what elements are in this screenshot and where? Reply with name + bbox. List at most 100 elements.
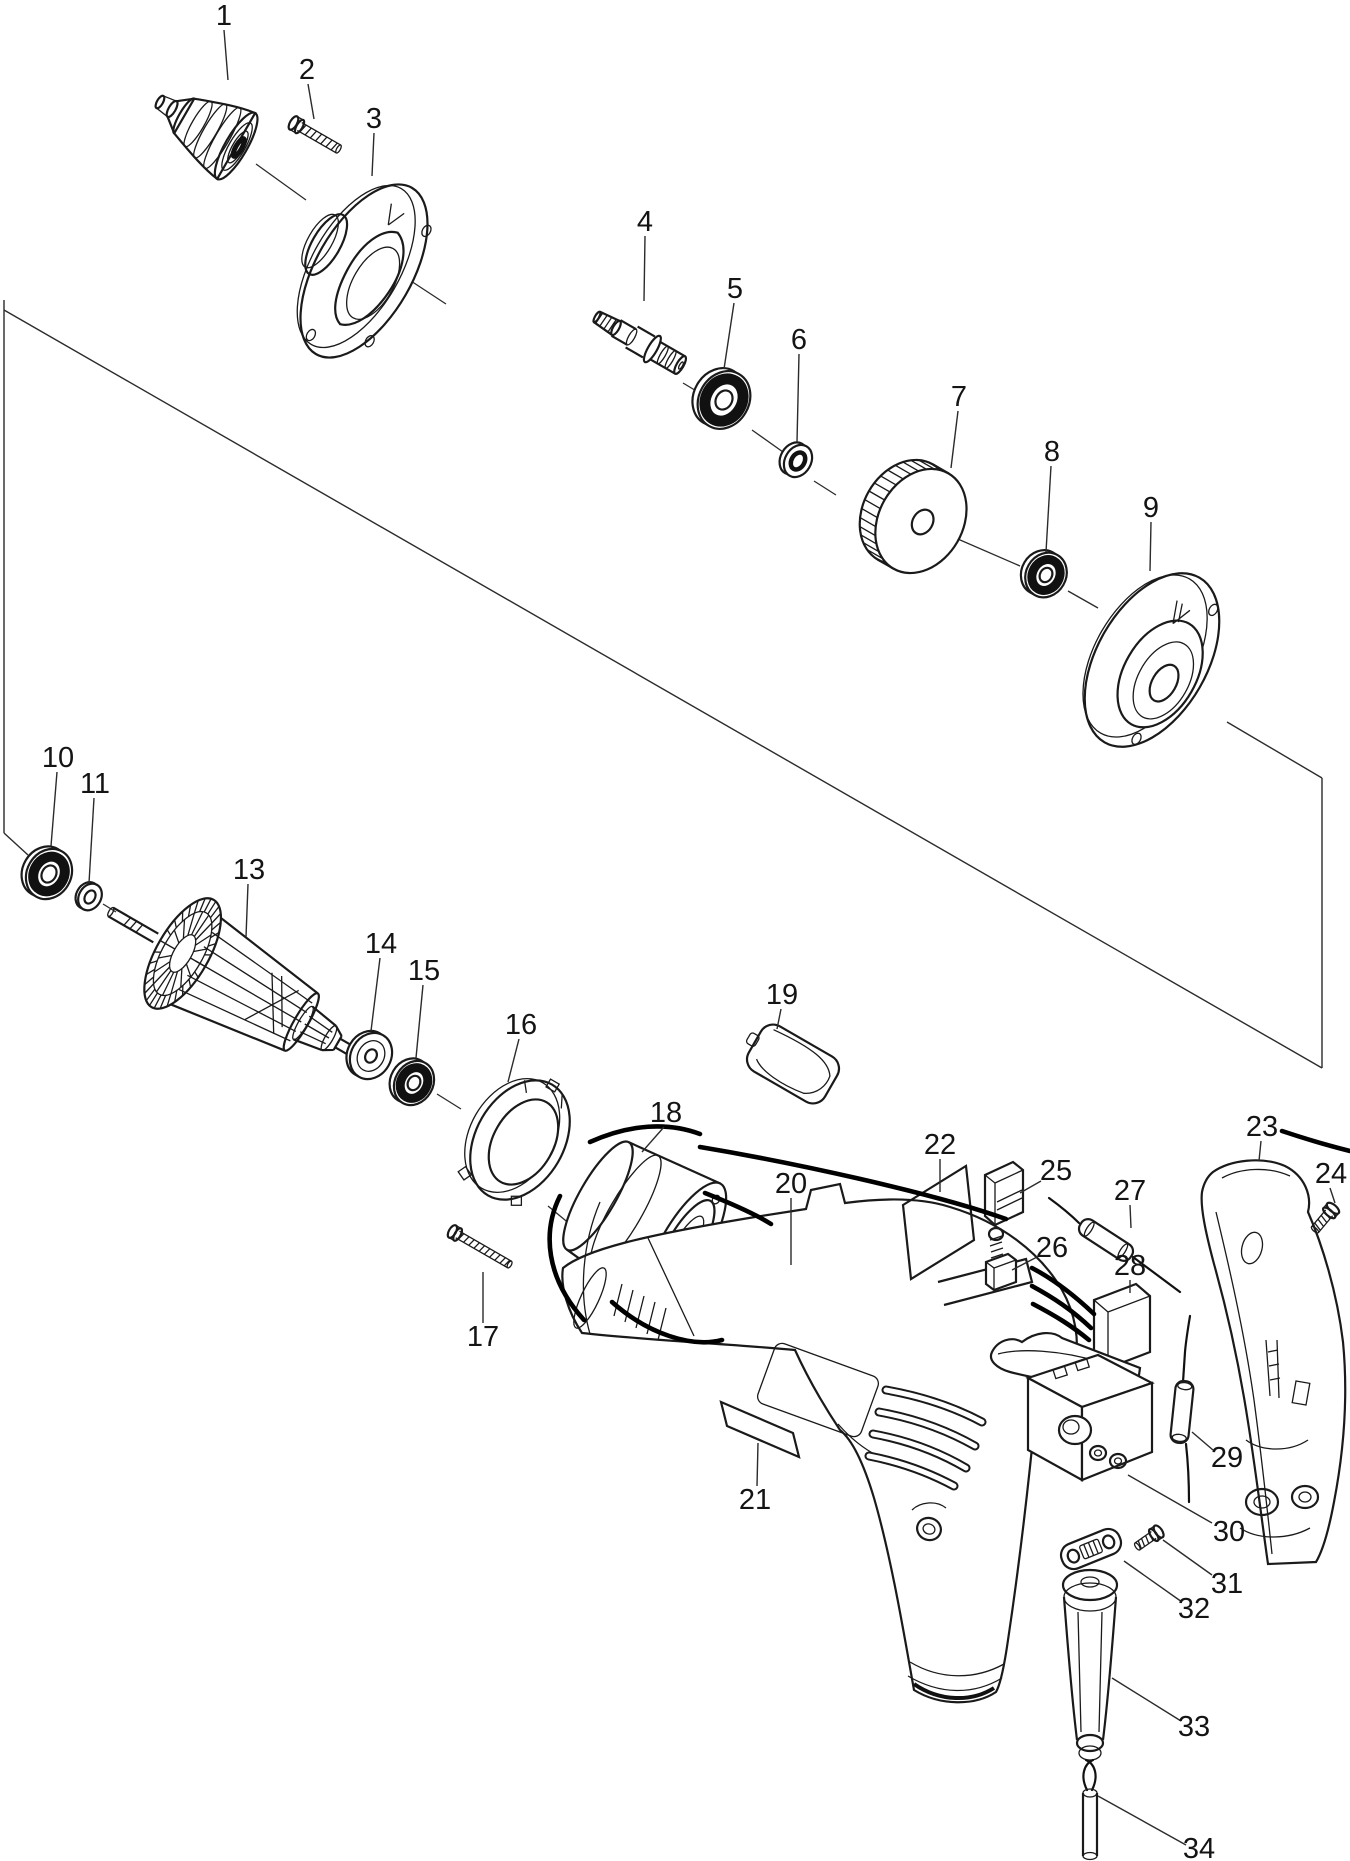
part-32-cord-clamp (1059, 1527, 1123, 1571)
part-number-label-29: 29 (1211, 1442, 1243, 1474)
leader-line (643, 235, 646, 302)
part-number-label-22: 22 (924, 1129, 956, 1161)
rear-vent-slots (864, 1385, 987, 1491)
leader-line (1019, 1180, 1042, 1194)
part-2-screw (287, 115, 342, 154)
part-number-label-9: 9 (1143, 492, 1159, 524)
leader-line (950, 410, 959, 469)
part-number-label-1: 1 (216, 0, 232, 32)
leader-line (307, 83, 315, 120)
assembly-axis-line (813, 480, 837, 496)
assembly-axis-line (436, 1093, 462, 1110)
leader-line (223, 29, 229, 81)
part-number-label-2: 2 (299, 54, 315, 86)
part-number-label-20: 20 (775, 1168, 807, 1200)
part-3-gear-housing-cover (296, 183, 432, 359)
part-20-motor-housing (561, 1182, 1078, 1704)
leader-line (371, 132, 375, 177)
part-number-label-3: 3 (366, 103, 382, 135)
part-number-label-34: 34 (1183, 1833, 1215, 1861)
leader-line (1191, 1431, 1214, 1451)
part-number-label-26: 26 (1036, 1232, 1068, 1264)
assembly-axis-line (751, 429, 784, 453)
part-number-label-30: 30 (1213, 1516, 1245, 1548)
part-number-label-31: 31 (1211, 1568, 1243, 1600)
part-34-power-cord (1081, 1758, 1099, 1861)
assembly-axis-line (1067, 590, 1099, 609)
lead-wires (547, 1124, 1350, 1345)
part-23-handle-cover (1200, 1159, 1347, 1566)
leader-line (1127, 1474, 1213, 1524)
part-10-ball-bearing (20, 845, 74, 901)
part-6-ring (778, 441, 814, 479)
leader-line (88, 797, 95, 884)
part-number-label-15: 15 (408, 955, 440, 987)
part-number-label-7: 7 (951, 381, 967, 413)
part-number-label-16: 16 (505, 1009, 537, 1041)
part-number-label-11: 11 (80, 768, 110, 800)
part-9-bearing-retainer (1082, 572, 1221, 748)
section-frame-line (3, 832, 29, 856)
part-number-label-21: 21 (739, 1484, 771, 1516)
part-22-label-plate (901, 1164, 976, 1281)
part-number-label-13: 13 (233, 854, 265, 886)
leader-line (370, 957, 381, 1032)
part-16-baffle-ring (457, 1078, 571, 1206)
leader-line (1123, 1560, 1183, 1603)
part-number-label-33: 33 (1178, 1711, 1210, 1743)
part-13-armature (107, 897, 356, 1057)
part-number-label-18: 18 (650, 1097, 682, 1129)
part-number-label-6: 6 (791, 324, 807, 356)
leader-line (415, 984, 424, 1059)
part-number-label-17: 17 (467, 1321, 499, 1353)
leader-line (1111, 1677, 1182, 1722)
leader-line (723, 302, 735, 370)
assembly-axis-line (255, 163, 307, 201)
leader-line (796, 353, 800, 443)
part-29-noise-suppressor (1169, 1314, 1195, 1504)
part-15-ball-bearing (388, 1057, 436, 1107)
leader-line (1329, 1187, 1336, 1204)
leader-line (1045, 465, 1052, 553)
part-number-label-10: 10 (42, 742, 74, 774)
part-number-label-23: 23 (1246, 1111, 1278, 1143)
part-number-label-5: 5 (727, 273, 743, 305)
part-33-cord-guard (1061, 1568, 1119, 1761)
part-21-name-plate (719, 1400, 801, 1459)
part-number-label-4: 4 (637, 206, 653, 238)
part-number-label-24: 24 (1315, 1158, 1347, 1190)
part-number-label-25: 25 (1040, 1155, 1072, 1187)
leader-line (507, 1038, 520, 1083)
leader-line (1162, 1539, 1213, 1576)
part-number-label-32: 32 (1178, 1593, 1210, 1625)
part-number-label-8: 8 (1044, 436, 1060, 468)
part-number-label-19: 19 (766, 979, 798, 1011)
part-number-label-27: 27 (1114, 1175, 1146, 1207)
leader-line (1011, 1256, 1038, 1271)
section-frame-line (3, 309, 1323, 1069)
part-number-label-14: 14 (365, 928, 397, 960)
leader-line (1258, 1140, 1262, 1162)
leader-line (245, 883, 249, 938)
leader-line (1097, 1795, 1187, 1846)
part-26-carbon-brush (984, 1226, 1018, 1292)
leader-line (776, 1008, 782, 1030)
part-14-washer (345, 1029, 394, 1081)
part-17-screw (446, 1224, 513, 1269)
part-19-brush-cover (745, 1023, 841, 1105)
section-frame-lines (3, 300, 1323, 1069)
leader-line (756, 1442, 759, 1487)
part-24-screw (1310, 1201, 1341, 1234)
section-frame-line (1226, 721, 1323, 779)
part-1-chuck (154, 94, 259, 181)
leader-lines (50, 29, 1336, 1846)
leader-line (1129, 1204, 1132, 1229)
part-8-ball-bearing (1019, 549, 1068, 599)
part-number-labels: 1234567891011131415161718192021222324252… (42, 0, 1347, 1861)
part-11-washer (74, 881, 103, 912)
leader-line (641, 1126, 665, 1153)
leader-line (1149, 521, 1152, 572)
part-number-label-28: 28 (1114, 1250, 1146, 1282)
